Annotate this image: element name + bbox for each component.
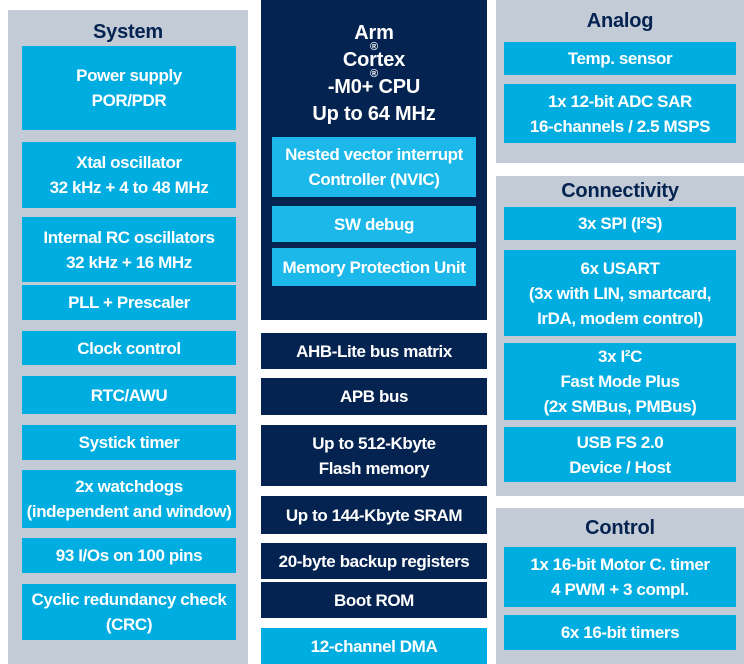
block-usb: USB FS 2.0 Device / Host — [504, 427, 736, 482]
connectivity-panel: Connectivity 3x SPI (I²S) 6x USART (3x w… — [496, 176, 744, 496]
block-internal-rc-oscillators: Internal RC oscillators 32 kHz + 16 MHz — [22, 217, 236, 282]
block-usart: 6x USART (3x with LIN, smartcard, IrDA, … — [504, 250, 736, 336]
block-sw-debug: SW debug — [272, 206, 476, 242]
block-16bit-timers: 6x 16-bit timers — [504, 615, 736, 650]
block-systick-timer: Systick timer — [22, 425, 236, 460]
block-clock-control: Clock control — [22, 331, 236, 365]
control-panel: Control 1x 16-bit Motor C. timer 4 PWM +… — [496, 508, 744, 664]
block-crc: Cyclic redundancy check (CRC) — [22, 584, 236, 640]
block-apb-bus: APB bus — [261, 378, 487, 415]
block-backup-registers: 20-byte backup registers — [261, 543, 487, 579]
block-i2c: 3x I²C Fast Mode Plus (2x SMBus, PMBus) — [504, 343, 736, 420]
block-flash-memory: Up to 512-Kbyte Flash memory — [261, 425, 487, 486]
block-temp-sensor: Temp. sensor — [504, 42, 736, 75]
analog-panel: Analog Temp. sensor 1x 12-bit ADC SAR 16… — [496, 0, 744, 163]
system-title: System — [93, 21, 163, 43]
system-panel: System Power supply POR/PDR Xtal oscilla… — [8, 10, 248, 664]
block-sram: Up to 144-Kbyte SRAM — [261, 496, 487, 534]
connectivity-title: Connectivity — [561, 180, 679, 202]
block-motor-timer: 1x 16-bit Motor C. timer 4 PWM + 3 compl… — [504, 547, 736, 607]
block-ahb-bus-matrix: AHB-Lite bus matrix — [261, 333, 487, 369]
block-spi: 3x SPI (I²S) — [504, 207, 736, 240]
cpu-block: Arm® Cortex®-M0+ CPU Up to 64 MHz Nested… — [261, 0, 487, 320]
block-dma: 12-channel DMA — [261, 628, 487, 664]
block-boot-rom: Boot ROM — [261, 582, 487, 618]
cpu-title: Arm® Cortex®-M0+ CPU Up to 64 MHz — [312, 22, 436, 125]
block-xtal-oscillator: Xtal oscillator 32 kHz + 4 to 48 MHz — [22, 142, 236, 208]
block-adc: 1x 12-bit ADC SAR 16-channels / 2.5 MSPS — [504, 84, 736, 143]
block-pll-prescaler: PLL + Prescaler — [22, 285, 236, 320]
block-ios: 93 I/Os on 100 pins — [22, 538, 236, 573]
block-mpu: Memory Protection Unit — [272, 248, 476, 286]
block-power-supply: Power supply POR/PDR — [22, 46, 236, 130]
control-title: Control — [585, 517, 655, 539]
block-nvic: Nested vector interrupt Controller (NVIC… — [272, 137, 476, 197]
analog-title: Analog — [586, 10, 654, 32]
block-watchdogs: 2x watchdogs (independent and window) — [22, 470, 236, 528]
block-rtc-awu: RTC/AWU — [22, 376, 236, 414]
